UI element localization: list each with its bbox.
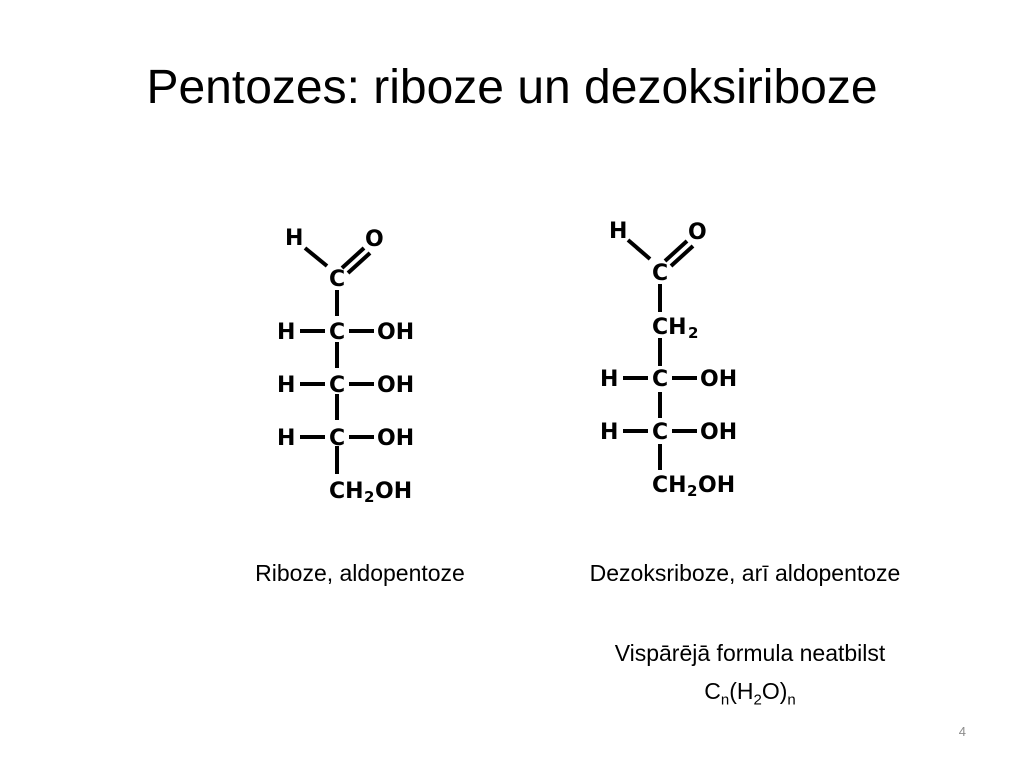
atom-h: H: [600, 367, 618, 392]
group-oh: OH: [698, 473, 735, 498]
subscript-2: 2: [688, 324, 698, 342]
formula-h: (H: [729, 678, 754, 704]
atom-c: C: [329, 426, 345, 451]
group-oh: OH: [377, 373, 414, 398]
atom-h: H: [277, 426, 295, 451]
page-number: 4: [958, 724, 966, 739]
atom-c: C: [329, 267, 345, 292]
subscript-2: 2: [364, 488, 374, 506]
atom-o: O: [688, 220, 707, 245]
group-ch: CH: [652, 315, 687, 340]
atom-c: C: [652, 367, 668, 392]
atom-h: H: [285, 226, 303, 251]
atom-c: C: [329, 320, 345, 345]
formula-o: O): [761, 678, 788, 704]
atom-h: H: [609, 219, 627, 244]
atom-h: H: [600, 420, 618, 445]
atom-c: C: [652, 261, 668, 286]
ribose-caption: Riboze, aldopentoze: [255, 560, 465, 586]
atom-o: O: [365, 227, 384, 252]
group-oh: OH: [700, 420, 737, 445]
general-formula: Cn(H2O)n: [540, 678, 960, 709]
deoxyribose-caption: Dezoksriboze, arī aldopentoze: [589, 560, 901, 586]
atom-h: H: [277, 320, 295, 345]
formula-subscript-n: n: [720, 691, 730, 709]
subscript-2: 2: [687, 482, 697, 500]
formula-note: Vispārējā formula neatbilst: [614, 640, 886, 666]
group-oh: OH: [377, 426, 414, 451]
formula-subscript-2: 2: [753, 691, 762, 709]
atom-c: C: [329, 373, 345, 398]
group-ch: CH: [329, 479, 364, 504]
group-oh: OH: [700, 367, 737, 392]
formula-subscript-n: n: [787, 691, 796, 709]
group-oh: OH: [375, 479, 412, 504]
group-oh: OH: [377, 320, 414, 345]
slide-title: Pentozes: riboze un dezoksiriboze: [146, 61, 878, 114]
formula-c: C: [704, 678, 721, 704]
atom-c: C: [652, 420, 668, 445]
atom-h: H: [277, 373, 295, 398]
group-ch: CH: [652, 473, 687, 498]
